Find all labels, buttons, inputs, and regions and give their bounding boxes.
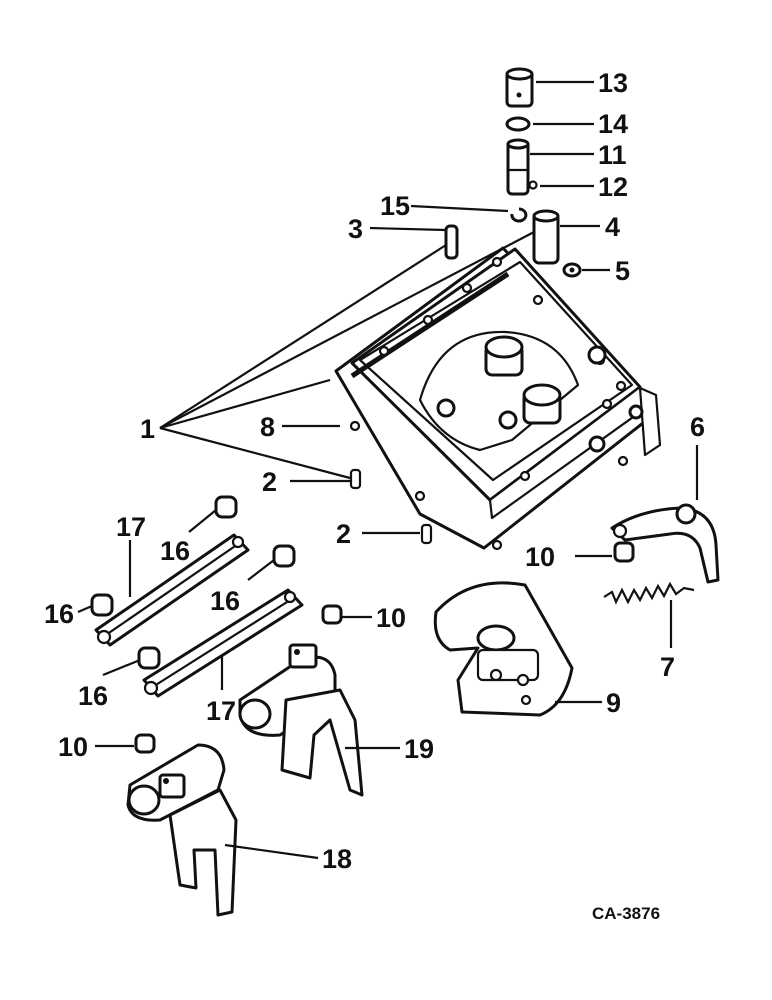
part-6-lever	[610, 503, 720, 584]
part-19-shift-fork	[238, 643, 364, 797]
part-2-pin-lower	[420, 523, 433, 545]
callout-4: 4	[605, 212, 620, 242]
callout-3: 3	[348, 214, 363, 244]
part-5-plug	[562, 262, 582, 278]
callout-11: 11	[598, 140, 627, 170]
part-2-pin-upper	[349, 468, 362, 490]
callout-16-d: 16	[78, 681, 108, 711]
part-16-plug-d	[137, 646, 161, 670]
callout-17-lower: 17	[206, 696, 236, 726]
part-16-plug-c	[90, 593, 114, 617]
part-10-plug-lower	[134, 733, 156, 754]
part-15-snap-ring	[510, 207, 528, 223]
callout-13: 13	[598, 68, 628, 98]
callout-17-upper: 17	[116, 512, 146, 542]
callout-labels: 13 14 11 12 15 3 4 5 1 8 2 2 6 10 7 10 9…	[44, 68, 705, 923]
part-9-shift-plate	[433, 581, 574, 717]
part-16-plug-b	[272, 544, 296, 568]
callout-14: 14	[598, 109, 628, 139]
leader-lines	[77, 80, 699, 860]
callout-6: 6	[690, 412, 705, 442]
part-7-spring	[603, 581, 695, 605]
callout-2-lower: 2	[336, 519, 351, 549]
callout-15: 15	[380, 191, 410, 221]
callout-18: 18	[322, 844, 352, 874]
part-12-ball	[528, 180, 538, 190]
callout-2-upper: 2	[262, 467, 277, 497]
callout-19: 19	[404, 734, 434, 764]
callout-10-middle: 10	[376, 603, 406, 633]
part-17-rail-upper	[94, 533, 250, 647]
callout-8: 8	[260, 412, 275, 442]
part-11-pin	[506, 138, 530, 196]
drawing-code: CA-3876	[592, 904, 660, 923]
part-4-sleeve	[532, 209, 560, 265]
callout-1: 1	[140, 414, 155, 444]
callout-5: 5	[615, 256, 630, 286]
part-13-cap	[505, 67, 534, 108]
callout-16-c: 16	[44, 599, 74, 629]
part-10-plug-upper	[613, 541, 635, 563]
part-10-plug-middle	[321, 604, 343, 625]
callout-10-upper: 10	[525, 542, 555, 572]
callout-16-b: 16	[210, 586, 240, 616]
callout-7: 7	[660, 652, 675, 682]
callout-12: 12	[598, 172, 628, 202]
callout-16-a: 16	[160, 536, 190, 566]
part-17-rail-lower	[142, 588, 304, 698]
part-16-plug-a	[214, 495, 238, 519]
housing-cover	[334, 246, 662, 551]
part-18-shift-fork	[126, 743, 238, 917]
callout-9: 9	[606, 688, 621, 718]
part-14-ring	[505, 116, 531, 132]
part-3-dowel	[444, 224, 459, 260]
callout-10-lower: 10	[58, 732, 88, 762]
